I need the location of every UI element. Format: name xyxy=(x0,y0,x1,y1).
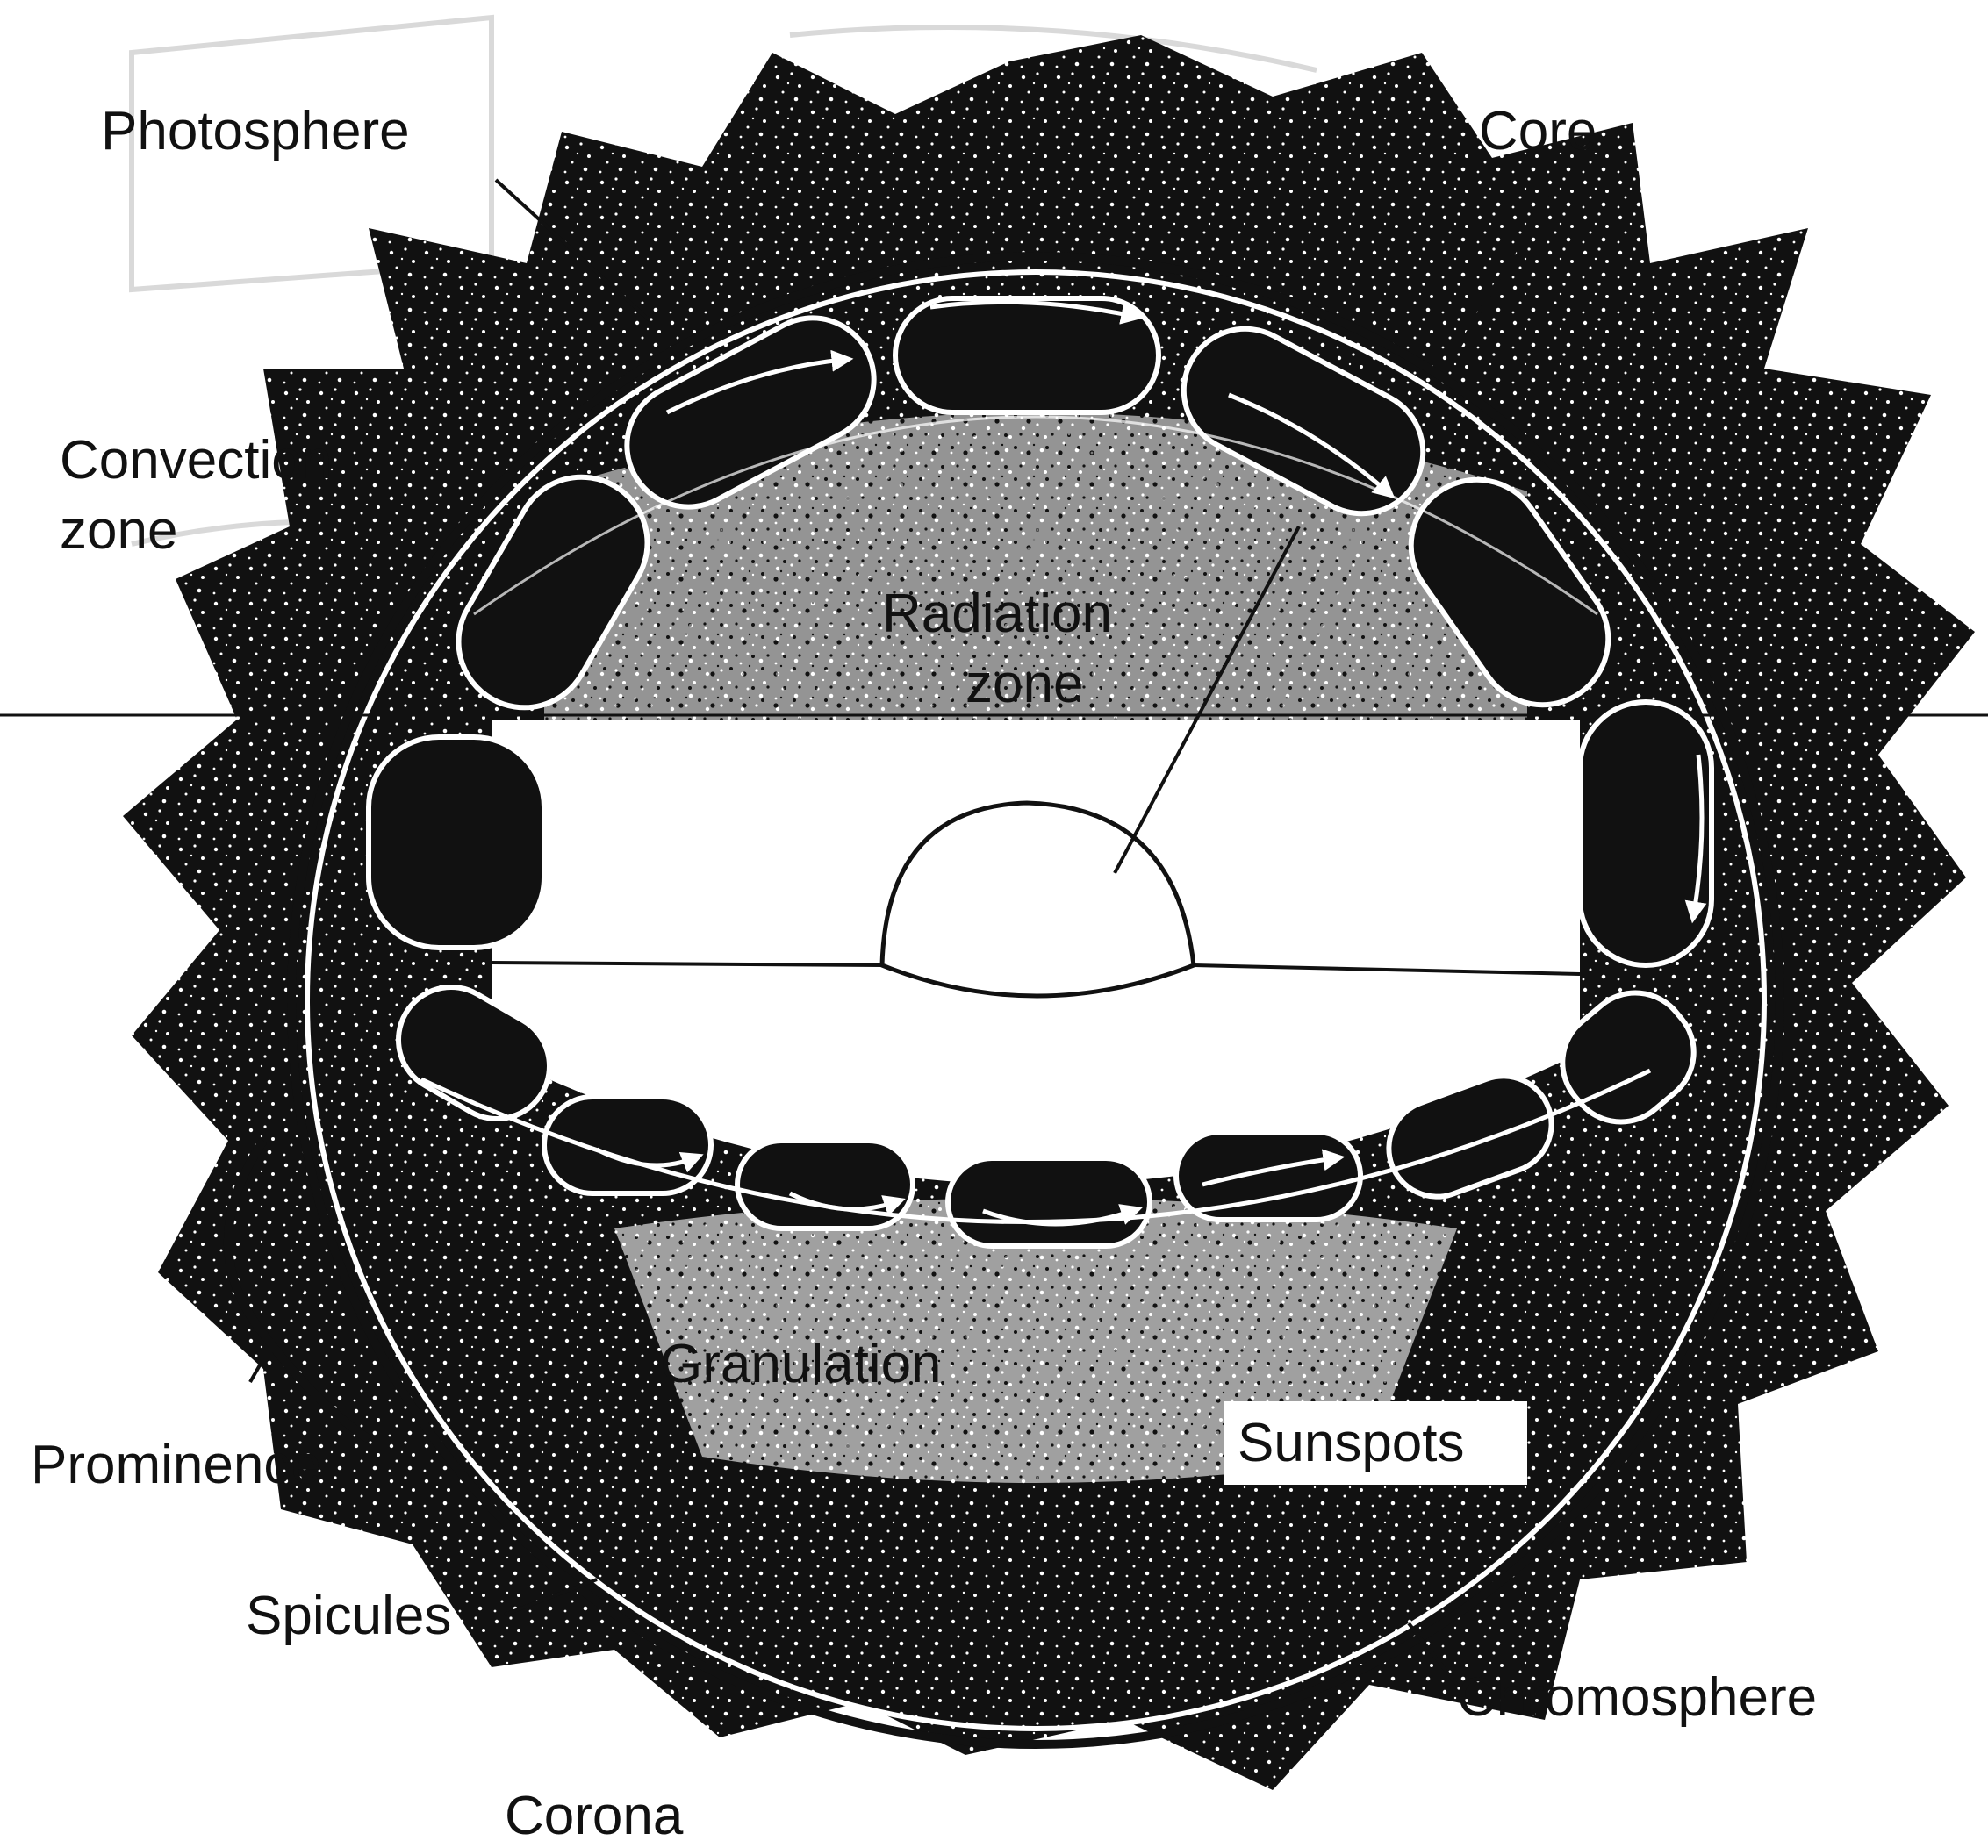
label-spicules: Spicules xyxy=(246,1586,451,1646)
convection-cell xyxy=(1176,1132,1360,1220)
label-convection-zone-line1: Convection xyxy=(60,430,332,491)
convection-cell xyxy=(948,1158,1150,1246)
label-radiation-zone-line1: Radiation xyxy=(882,584,1112,644)
label-prominence: Prominence xyxy=(31,1435,321,1495)
label-photosphere: Photosphere xyxy=(101,101,410,161)
convection-cell xyxy=(1580,702,1712,965)
convection-cell xyxy=(369,737,544,948)
label-core: Core xyxy=(1479,101,1597,161)
label-corona: Corona xyxy=(505,1786,684,1846)
label-radiation-zone-line2: zone xyxy=(965,654,1083,714)
label-chromosphere: Chromosphere xyxy=(1457,1667,1817,1728)
label-granulation: Granulation xyxy=(660,1334,942,1394)
label-sunspots: Sunspots xyxy=(1238,1413,1465,1473)
label-convection-zone-line2: zone xyxy=(60,500,177,561)
